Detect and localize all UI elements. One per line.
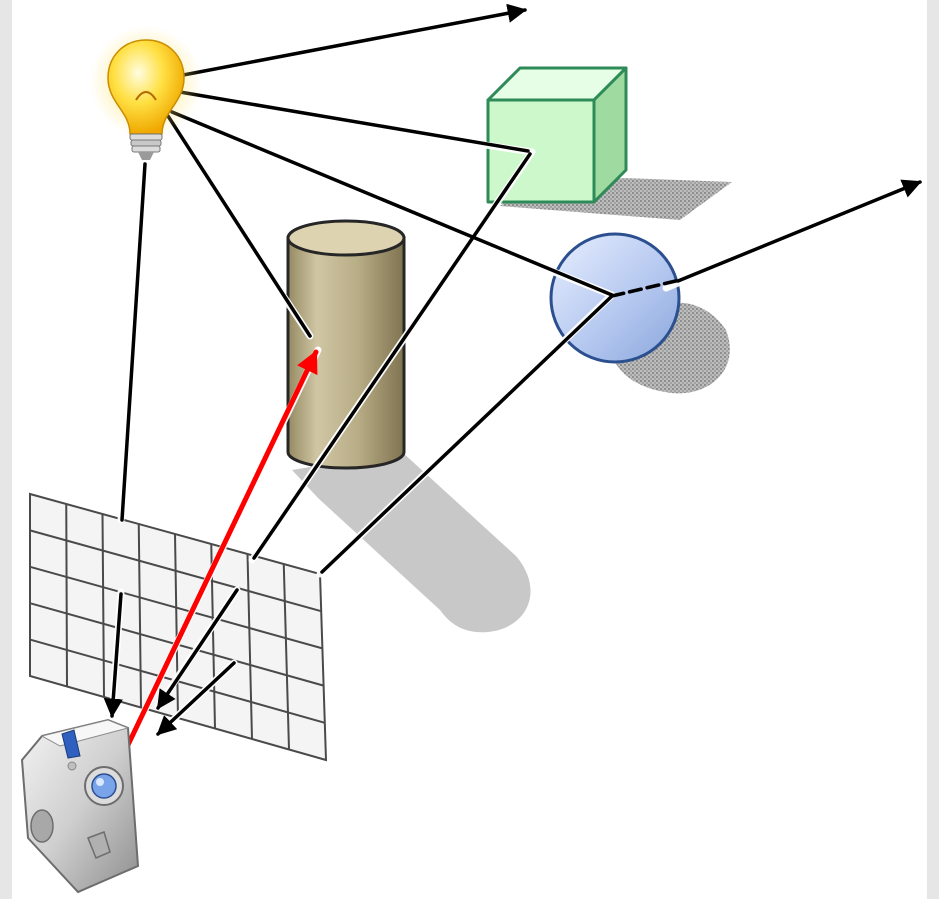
eye-ray-to-sphere (320, 294, 614, 574)
return-ray-2 (156, 588, 239, 710)
cylinder-icon (286, 219, 406, 470)
light-ray-to-top (176, 3, 527, 78)
rays (103, 3, 924, 774)
grid-column-line (101, 513, 105, 698)
grid-column-line (246, 553, 253, 740)
shadow-ray-light-to-cube (178, 90, 530, 153)
grid-column-line (174, 533, 179, 719)
canvas-panel (12, 0, 927, 899)
grid-column-line (137, 523, 142, 708)
eye-ray-to-cube (252, 152, 532, 560)
return-ray-1 (103, 592, 123, 718)
grid-column-line (65, 503, 68, 687)
return-ray-3 (156, 661, 236, 736)
light-bulb-icon (90, 26, 202, 160)
shadow-ray-light-to-cylinder (166, 114, 312, 338)
shadow-ray-light-to-sphere (170, 110, 614, 297)
grid-row-line (29, 565, 323, 650)
grid-column-line (282, 563, 290, 750)
camera-icon (20, 718, 140, 894)
grid-row-line (29, 529, 322, 613)
light-ray-to-grid (120, 162, 147, 522)
refracted-ray-from-sphere (676, 179, 922, 283)
sphere-icon (549, 232, 681, 364)
refracted-ray-from-sphere-dashed (610, 278, 682, 298)
eye-ray-to-cylinder (113, 349, 319, 773)
cylinder-shadow (292, 452, 531, 633)
